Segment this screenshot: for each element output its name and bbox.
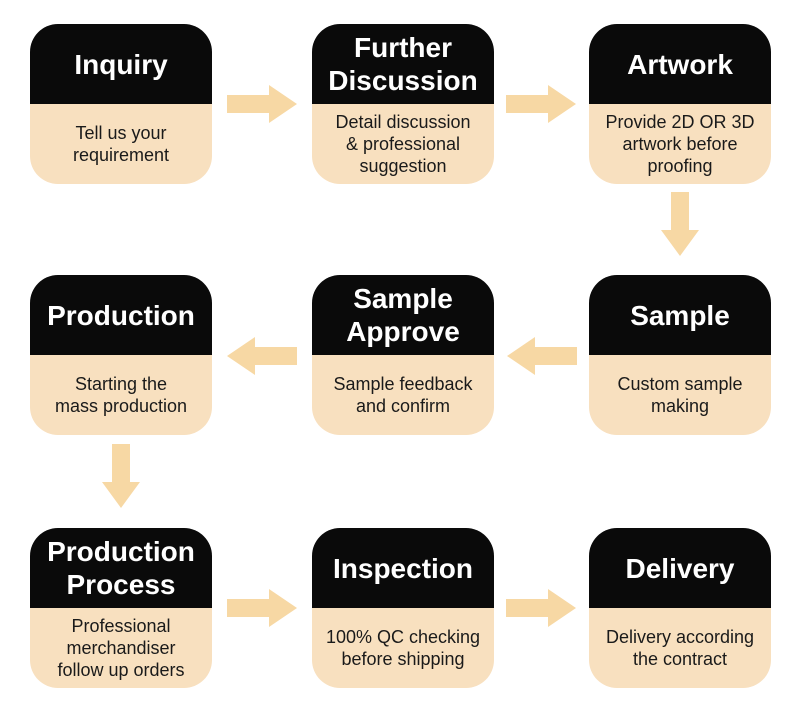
arrow-process-to-inspection-icon (227, 588, 297, 628)
step-card-production: Production Starting the mass production (30, 275, 212, 435)
step-title-panel: Production Process (30, 528, 212, 608)
step-title: Inspection (332, 552, 473, 584)
step-description: Sample feedback and confirm (333, 374, 473, 416)
step-description-panel: Custom sample making (589, 355, 771, 435)
step-title: Further Discussion (328, 32, 478, 96)
step-description: Custom sample making (617, 374, 743, 416)
step-card-sample-approve: Sample Approve Sample feedback and confi… (312, 275, 494, 435)
step-description: Professional merchandiser follow up orde… (57, 616, 185, 680)
step-title: Sample Approve (346, 283, 460, 347)
arrow-inquiry-to-discussion-icon (227, 84, 297, 124)
arrow-production-to-process-icon (101, 444, 141, 508)
step-card-delivery: Delivery Delivery according the contract (589, 528, 771, 688)
step-card-further-discussion: Further Discussion Detail discussion & p… (312, 24, 494, 184)
step-description: Detail discussion & professional suggest… (335, 112, 471, 176)
step-description: Delivery according the contract (605, 627, 755, 669)
step-title: Artwork (627, 48, 733, 80)
step-title: Production Process (47, 536, 195, 600)
step-description-panel: Detail discussion & professional suggest… (312, 104, 494, 184)
step-description-panel: Professional merchandiser follow up orde… (30, 608, 212, 688)
step-card-production-process: Production Process Professional merchand… (30, 528, 212, 688)
step-title-panel: Inquiry (30, 24, 212, 104)
step-description: Starting the mass production (54, 374, 188, 416)
step-description-panel: Provide 2D OR 3D artwork before proofing (589, 104, 771, 184)
step-card-inquiry: Inquiry Tell us your requirement (30, 24, 212, 184)
arrow-artwork-to-sample-icon (660, 192, 700, 256)
step-description: Tell us your requirement (72, 123, 170, 165)
step-card-sample: Sample Custom sample making (589, 275, 771, 435)
step-description: 100% QC checking before shipping (325, 627, 481, 669)
step-description-panel: Tell us your requirement (30, 104, 212, 184)
step-card-artwork: Artwork Provide 2D OR 3D artwork before … (589, 24, 771, 184)
step-description: Provide 2D OR 3D artwork before proofing (605, 112, 755, 176)
step-description-panel: 100% QC checking before shipping (312, 608, 494, 688)
step-title-panel: Delivery (589, 528, 771, 608)
step-title-panel: Artwork (589, 24, 771, 104)
step-title-panel: Further Discussion (312, 24, 494, 104)
step-title: Sample (630, 299, 730, 331)
step-title: Delivery (625, 552, 735, 584)
arrow-approve-to-production-icon (227, 336, 297, 376)
step-title-panel: Production (30, 275, 212, 355)
step-card-inspection: Inspection 100% QC checking before shipp… (312, 528, 494, 688)
step-title: Inquiry (74, 48, 168, 80)
step-description-panel: Delivery according the contract (589, 608, 771, 688)
step-description-panel: Starting the mass production (30, 355, 212, 435)
arrow-sample-to-approve-icon (507, 336, 577, 376)
step-description-panel: Sample feedback and confirm (312, 355, 494, 435)
step-title-panel: Sample Approve (312, 275, 494, 355)
arrow-inspection-to-delivery-icon (506, 588, 576, 628)
step-title: Production (47, 299, 195, 331)
step-title-panel: Sample (589, 275, 771, 355)
step-title-panel: Inspection (312, 528, 494, 608)
arrow-discussion-to-artwork-icon (506, 84, 576, 124)
